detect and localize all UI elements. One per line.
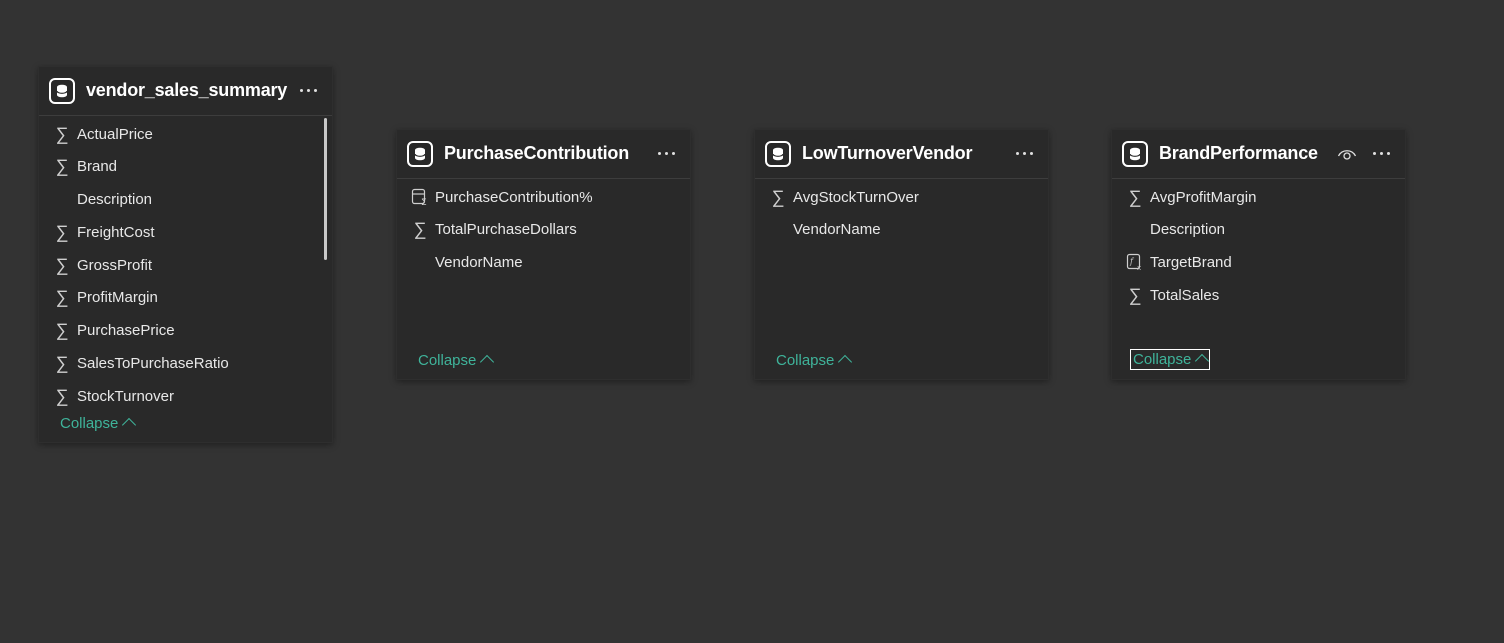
- sigma-icon: ∑: [771, 187, 785, 207]
- table-card-header[interactable]: vendor_sales_summary: [39, 67, 332, 116]
- sigma-icon: ∑: [55, 124, 69, 144]
- field-label: VendorName: [793, 221, 881, 238]
- field-row[interactable]: Description: [39, 187, 332, 213]
- chevron-up-icon: [122, 417, 137, 433]
- field-label: ActualPrice: [77, 126, 153, 143]
- table-icon: [49, 78, 75, 104]
- sigma-icon: ∑: [1128, 187, 1142, 207]
- field-row[interactable]: ∑ GrossProfit: [39, 253, 332, 279]
- field-row[interactable]: Description: [1112, 217, 1405, 243]
- field-label: Brand: [77, 158, 118, 175]
- svg-text:x: x: [1137, 264, 1141, 271]
- svg-text:f: f: [1129, 257, 1135, 266]
- collapse-label: Collapse: [776, 352, 835, 369]
- field-row[interactable]: ∑ AvgStockTurnOver: [755, 185, 1048, 211]
- field-label: TargetBrand: [1150, 254, 1232, 271]
- field-row[interactable]: ∑ TotalSales: [1112, 283, 1405, 309]
- field-row[interactable]: VendorName: [755, 217, 1048, 243]
- field-label: ProfitMargin: [77, 289, 158, 306]
- field-row[interactable]: ∑ AvgProfitMargin: [1112, 185, 1405, 211]
- scrollbar[interactable]: [324, 118, 327, 260]
- table-icon: [1122, 141, 1148, 167]
- sigma-icon: ∑: [413, 219, 427, 239]
- chevron-up-icon: [1195, 353, 1210, 369]
- collapse-button[interactable]: Collapse: [60, 415, 137, 433]
- sigma-icon: ∑: [55, 255, 69, 275]
- sigma-icon: ∑: [55, 287, 69, 307]
- svg-text:Σ: Σ: [421, 198, 427, 206]
- table-title: LowTurnoverVendor: [802, 143, 973, 163]
- collapse-button[interactable]: Collapse: [418, 352, 495, 370]
- collapse-button[interactable]: Collapse: [776, 352, 853, 370]
- field-label: AvgProfitMargin: [1150, 189, 1257, 206]
- field-row[interactable]: ∑ ActualPrice: [39, 122, 332, 148]
- collapse-button[interactable]: Collapse: [1129, 349, 1211, 370]
- field-row[interactable]: ∑ FreightCost: [39, 220, 332, 246]
- calculated-column-icon: Σ: [411, 187, 429, 207]
- table-card-header[interactable]: BrandPerformance: [1112, 130, 1405, 179]
- chevron-up-icon: [838, 354, 853, 370]
- sigma-icon: ∑: [55, 320, 69, 340]
- table-card-low-turnover-vendor[interactable]: LowTurnoverVendor ∑ AvgStockTurnOver Vend…: [754, 129, 1049, 380]
- table-card-header[interactable]: LowTurnoverVendor: [755, 130, 1048, 179]
- more-options-icon[interactable]: [1016, 152, 1034, 156]
- table-title: BrandPerformance: [1159, 143, 1318, 163]
- field-row[interactable]: Σ PurchaseContribution%: [397, 185, 690, 211]
- visibility-eye-icon[interactable]: [1337, 146, 1357, 162]
- collapse-label: Collapse: [60, 415, 119, 432]
- more-options-icon[interactable]: [300, 89, 318, 93]
- field-row[interactable]: ∑ StockTurnover: [39, 384, 332, 410]
- table-title: PurchaseContribution: [444, 143, 630, 163]
- sigma-icon: ∑: [55, 222, 69, 242]
- sigma-icon: ∑: [55, 386, 69, 406]
- table-icon: [407, 141, 433, 167]
- field-label: GrossProfit: [77, 257, 153, 274]
- field-label: TotalPurchaseDollars: [435, 221, 577, 238]
- table-title: vendor_sales_summary: [86, 80, 288, 100]
- field-row[interactable]: ∑ SalesToPurchaseRatio: [39, 351, 332, 377]
- field-row[interactable]: ∑ PurchasePrice: [39, 318, 332, 344]
- table-icon: [765, 141, 791, 167]
- table-card-vendor-sales-summary[interactable]: vendor_sales_summary ∑ ActualPrice ∑ Brand…: [38, 66, 333, 443]
- table-card-brand-performance[interactable]: BrandPerformance ∑ AvgProfitMargin Descri…: [1111, 129, 1406, 380]
- more-options-icon[interactable]: [1373, 152, 1391, 156]
- field-row[interactable]: ∑ TotalPurchaseDollars: [397, 217, 690, 243]
- field-label: SalesToPurchaseRatio: [77, 355, 229, 372]
- collapse-label: Collapse: [1133, 351, 1192, 368]
- field-row[interactable]: ∑ Brand: [39, 154, 332, 180]
- field-row[interactable]: ∑ ProfitMargin: [39, 285, 332, 311]
- field-label: PurchaseContribution%: [435, 189, 593, 206]
- sigma-icon: ∑: [55, 353, 69, 373]
- more-options-icon[interactable]: [658, 152, 676, 156]
- field-label: VendorName: [435, 254, 523, 271]
- field-label: PurchasePrice: [77, 322, 175, 339]
- table-card-header[interactable]: PurchaseContribution: [397, 130, 690, 179]
- collapse-label: Collapse: [418, 352, 477, 369]
- field-label: AvgStockTurnOver: [793, 189, 919, 206]
- chevron-up-icon: [480, 354, 495, 370]
- sigma-icon: ∑: [1128, 285, 1142, 305]
- field-label: FreightCost: [77, 224, 155, 241]
- sigma-icon: ∑: [55, 156, 69, 176]
- field-row[interactable]: VendorName: [397, 250, 690, 276]
- field-label: Description: [77, 191, 153, 208]
- table-card-purchase-contribution[interactable]: PurchaseContribution Σ PurchaseContribut…: [396, 129, 691, 380]
- field-label: StockTurnover: [77, 388, 174, 405]
- field-label: Description: [1150, 221, 1226, 238]
- field-label: TotalSales: [1150, 287, 1220, 304]
